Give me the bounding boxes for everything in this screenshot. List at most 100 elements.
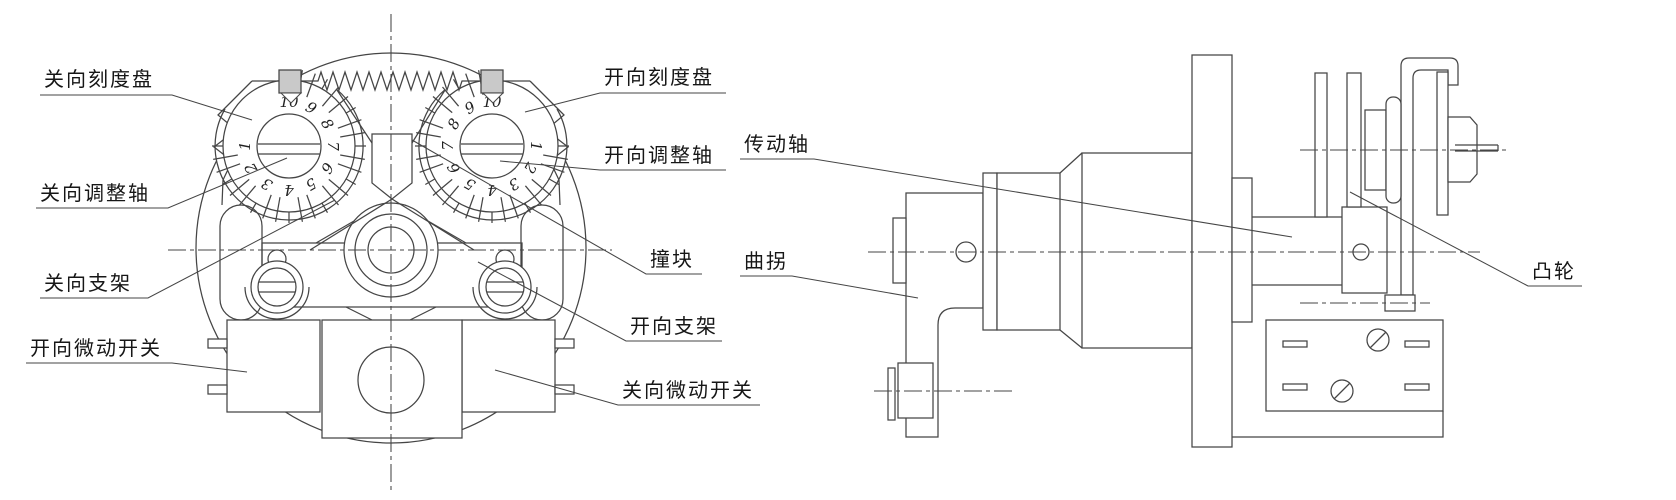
dial-tick [337, 119, 362, 129]
dial-tick [337, 163, 362, 173]
dial-tick [249, 202, 257, 214]
close-bracket-ear [212, 80, 253, 206]
taper-edge [1059, 329, 1083, 349]
switch-terminal [554, 338, 575, 349]
leader-close-micro-switch [494, 369, 760, 406]
label-close-bracket: 关向支架 [44, 272, 132, 295]
open-adjust-shaft-end [459, 113, 525, 179]
striker-arm [309, 198, 393, 251]
open-micro-switch-box [226, 319, 321, 413]
screw-boss [244, 286, 310, 320]
dial-tick [321, 202, 329, 214]
dial-tick [328, 96, 349, 114]
crank-pivot-cap [887, 367, 896, 421]
taper-edge [1059, 152, 1083, 174]
switch-vent-slot [1404, 383, 1430, 391]
dial-tick [340, 131, 365, 138]
dial-tick [419, 163, 444, 173]
center-block [321, 319, 463, 439]
leader-close-adjust-shaft [36, 157, 288, 209]
dial-tick [274, 197, 281, 222]
switch-terminal [207, 338, 228, 349]
switch-terminal [207, 384, 228, 395]
leader-cam [1349, 191, 1582, 287]
switch-vent-slot [1282, 383, 1308, 391]
close-pointer-block [278, 69, 302, 94]
side-view [887, 54, 1499, 448]
dial-number: 7 [439, 141, 457, 151]
screw-head-inner [257, 267, 297, 307]
dial-tick [465, 73, 475, 98]
dial-tick [345, 178, 357, 186]
switch-screw-slot [1333, 382, 1351, 400]
open-pointer-tip [481, 92, 505, 104]
dial-tick [306, 194, 316, 219]
label-close-micro-switch: 关向微动开关 [622, 379, 754, 402]
switch-vent-slot [1404, 340, 1430, 348]
bar-chamfer [315, 220, 355, 244]
switch-vent-slot [1282, 340, 1308, 348]
micro-switch-side-box [1265, 319, 1444, 412]
dial-tick [306, 73, 316, 98]
dial-tick [442, 86, 460, 107]
label-striker-block: 撞块 [650, 248, 694, 271]
leader-lines [26, 92, 1582, 406]
dial-tick [531, 178, 552, 196]
leader-close-bracket [40, 199, 336, 299]
leader-striker-block [411, 139, 702, 275]
bar-chamfer [409, 306, 437, 321]
bar-chamfer [345, 306, 373, 321]
close-adjust-shaft-end [256, 113, 322, 179]
label-open-adjust-shaft: 开向调整轴 [604, 144, 714, 167]
dial-tick [419, 119, 444, 129]
plate-edge [411, 89, 446, 144]
switch-shelf [1232, 411, 1444, 438]
close-pointer-tip [279, 92, 303, 104]
dial-tick [345, 106, 357, 114]
dial-tick [213, 154, 238, 161]
label-close-dial: 关向刻度盘 [44, 68, 154, 91]
dial-tick [239, 185, 257, 206]
dial-tick [416, 131, 441, 138]
close-adjust-screw [244, 249, 310, 320]
label-cam: 凸轮 [1532, 260, 1576, 283]
label-open-micro-switch: 开向微动开关 [30, 337, 162, 360]
open-pointer-block [480, 69, 504, 94]
close-micro-switch-box [461, 319, 556, 413]
centerlines [168, 14, 1510, 492]
right-slot-oval [520, 204, 564, 321]
dial-tick [424, 106, 436, 114]
dial-number: 7 [324, 141, 342, 151]
dial-tick [321, 86, 339, 107]
dial-tick [524, 185, 542, 206]
end-plate [1436, 71, 1449, 216]
dial-tick [442, 185, 460, 206]
cam-disc-plate [1346, 72, 1362, 208]
dial-tick [432, 96, 453, 114]
crank-lug [892, 217, 907, 284]
striker-block [371, 133, 413, 200]
dial-tick [328, 178, 349, 196]
retainer-hook [1400, 57, 1459, 296]
dial-tick [477, 197, 484, 222]
leader-drive-shaft [740, 158, 1293, 238]
dial-tick [221, 178, 233, 186]
label-open-bracket: 开向支架 [630, 315, 718, 338]
label-open-dial: 开向刻度盘 [604, 66, 714, 89]
dial-tick [452, 202, 460, 214]
dial-tick [321, 185, 339, 206]
leader-open-bracket [477, 261, 722, 342]
dial-tick [500, 197, 507, 222]
screw-head [250, 260, 304, 314]
dial-tick [416, 154, 441, 161]
dial-tick [509, 194, 519, 219]
leader-open-dial [524, 92, 726, 113]
open-bracket-ear [529, 80, 570, 206]
dial-tick [548, 178, 560, 186]
leader-crank [740, 275, 919, 299]
striker-arm [391, 198, 475, 251]
dial-number: 1 [236, 141, 254, 151]
dial-tick [262, 194, 272, 219]
